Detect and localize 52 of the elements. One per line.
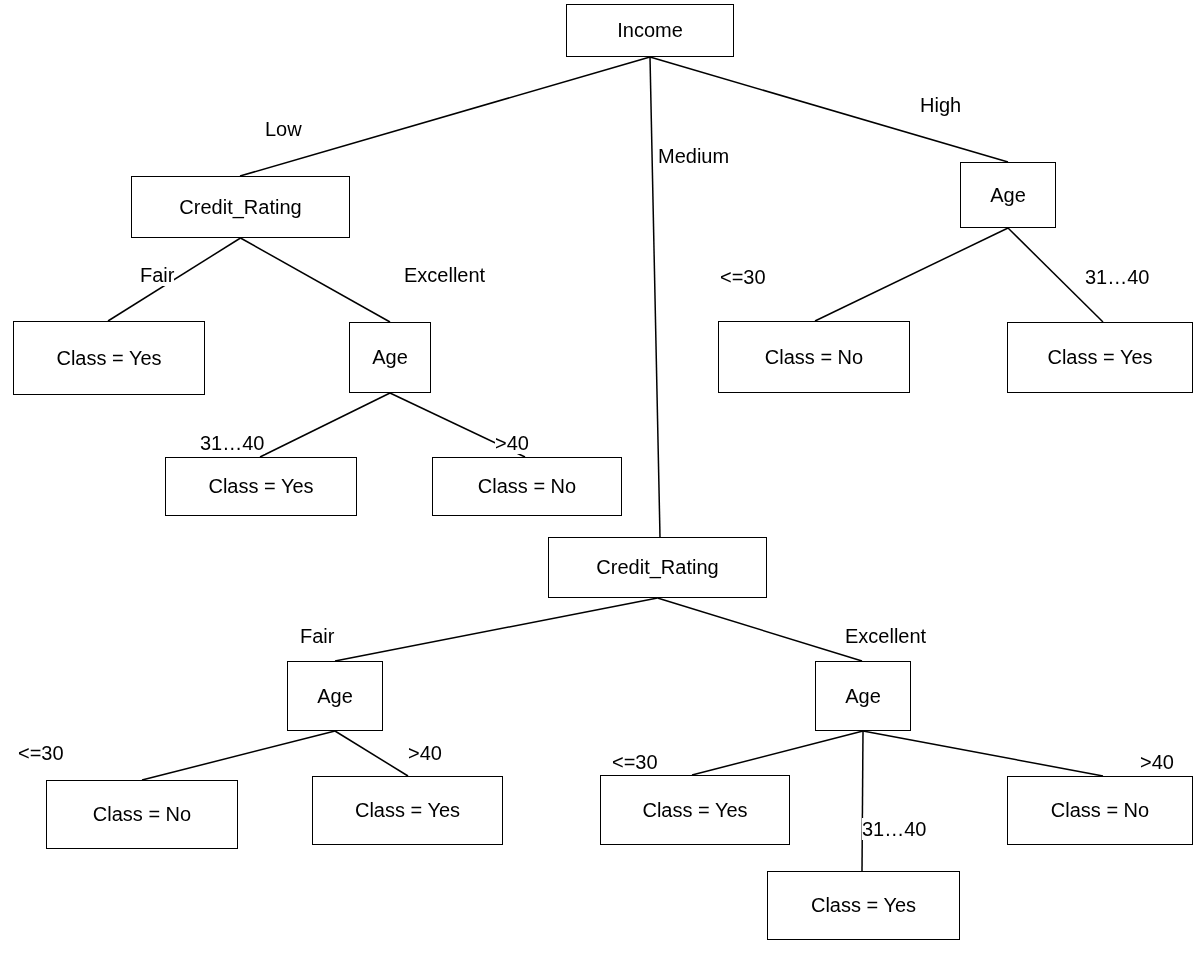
decision-node-box: [131, 176, 350, 238]
node-label: Class = Yes: [810, 894, 917, 917]
branch-line: [239, 237, 391, 323]
branch-line: [1007, 227, 1104, 323]
node-label: Class = Yes: [56, 346, 162, 370]
branch-line: [239, 56, 651, 177]
node-label: Class = No: [477, 475, 577, 498]
decision-node-box: [767, 871, 960, 940]
decision-node-box: [718, 321, 910, 393]
decision-node-box: [432, 457, 622, 516]
branch-line: [649, 56, 661, 538]
decision-node-box: [349, 322, 431, 393]
decision-node-box: [46, 780, 238, 849]
branch-line: [259, 392, 391, 458]
node-label: Class = No: [1050, 799, 1150, 822]
branch-line: [862, 730, 1104, 777]
decision-node-box: [815, 661, 911, 731]
edge-label: Fair: [140, 264, 175, 286]
node-label: Age: [317, 684, 353, 708]
decision-node-box: [312, 776, 503, 845]
branch-line: [107, 237, 242, 322]
branch-line: [141, 730, 336, 781]
node-label: Credit_Rating: [596, 556, 719, 579]
branch-line: [691, 730, 864, 776]
node-label: Class = Yes: [642, 798, 748, 822]
decision-node-box: [1007, 776, 1193, 845]
node-label: Age: [990, 183, 1026, 207]
branch-line: [334, 730, 409, 777]
edge-label: 31…40: [862, 818, 927, 840]
node-label: Class = No: [764, 345, 864, 369]
node-label: Age: [372, 346, 408, 369]
node-label: Class = No: [92, 803, 192, 826]
decision-node-box: [600, 775, 790, 845]
decision-node-box: [566, 4, 734, 57]
branch-line: [656, 597, 863, 662]
edge-label: High: [920, 94, 962, 116]
branch-line: [334, 597, 659, 662]
decision-node-box: [165, 457, 357, 516]
branch-line: [814, 227, 1009, 322]
node-label: Class = Yes: [354, 799, 461, 822]
decision-node-box: [287, 661, 383, 731]
node-label: Class = Yes: [208, 475, 314, 498]
decision-node-box: [960, 162, 1056, 228]
node-label: Credit_Rating: [179, 195, 302, 219]
branch-line: [861, 730, 864, 872]
node-label: Income: [617, 19, 683, 42]
node-label: Age: [845, 684, 881, 708]
node-label: Class = Yes: [1047, 346, 1153, 369]
decision-node-box: [13, 321, 205, 395]
branch-line: [649, 56, 1009, 163]
decision-node-box: [1007, 322, 1193, 393]
decision-node-box: [548, 537, 767, 598]
